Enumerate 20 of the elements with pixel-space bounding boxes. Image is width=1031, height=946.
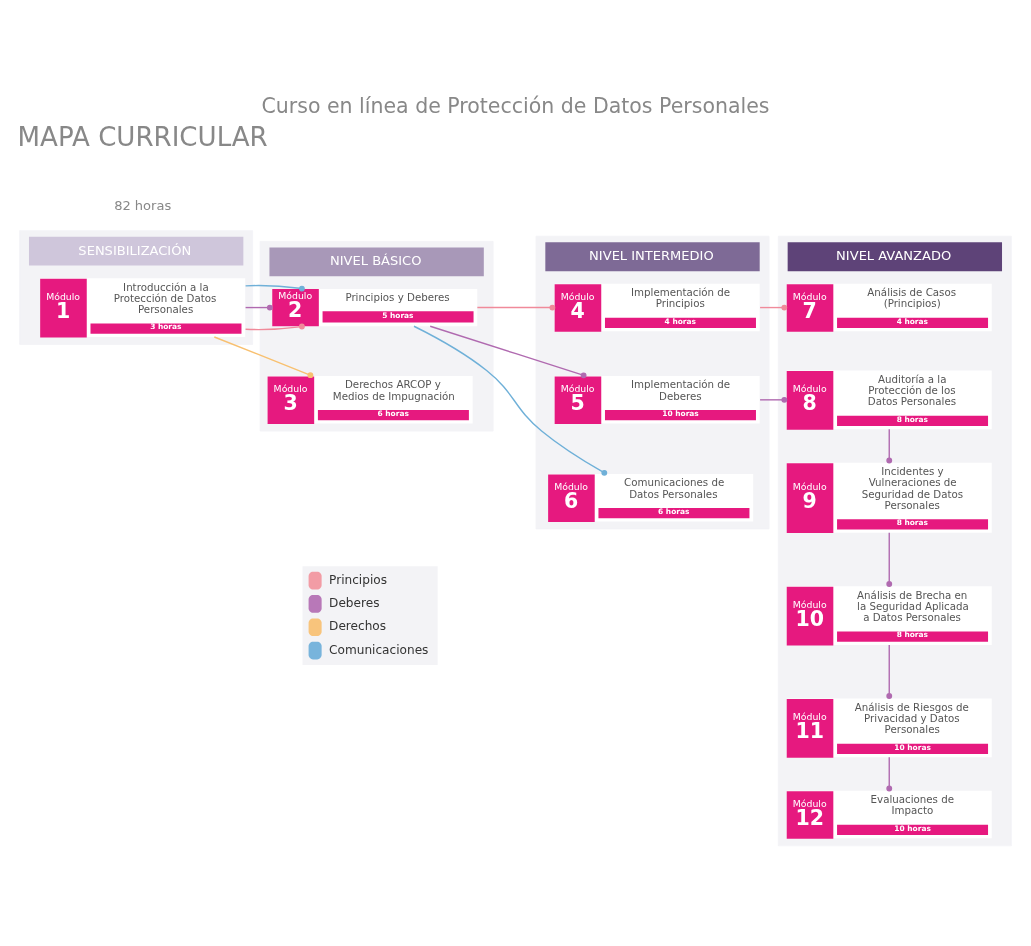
- legend-label: Deberes: [329, 596, 380, 611]
- legend-label: Principios: [329, 572, 387, 587]
- connector: [213, 336, 314, 379]
- connector: [759, 396, 788, 403]
- connector: [244, 323, 305, 331]
- connector: [413, 325, 608, 476]
- connector: [476, 304, 556, 311]
- label: MAPA CURRICULAR: [17, 121, 268, 152]
- connector: [759, 304, 788, 311]
- connector: [886, 532, 893, 587]
- connector: [244, 284, 305, 292]
- label: 82 horas: [114, 197, 172, 213]
- legend-label: Derechos: [329, 619, 387, 634]
- connector: [429, 325, 587, 379]
- connector: [886, 644, 893, 699]
- connector: [886, 428, 893, 464]
- connector: [886, 756, 893, 792]
- diagram-title: Curso en línea de Protección de Datos Personales: [261, 93, 770, 118]
- connector: [244, 304, 273, 311]
- legend-label: Comunicaciones: [329, 642, 429, 657]
